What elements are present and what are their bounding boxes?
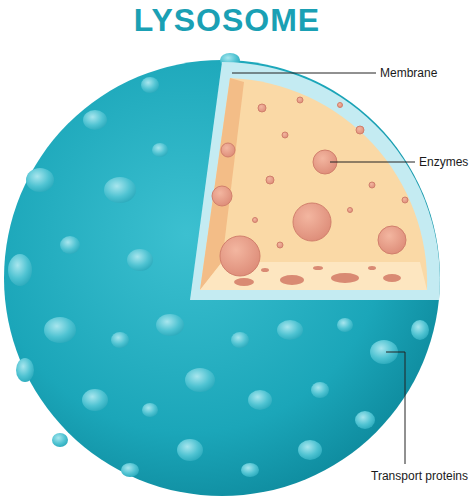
part-label: Enzymes [419, 155, 468, 169]
title: LYSOSOME [134, 2, 320, 39]
leader-lines [232, 73, 415, 464]
lysosome-sphere [4, 60, 440, 496]
enzymes [212, 97, 408, 276]
part-label: Transport proteins [371, 469, 468, 483]
membrane-rim [190, 62, 440, 300]
interior [200, 78, 427, 290]
floor-holes [234, 266, 401, 286]
part-label: Membrane [380, 66, 437, 80]
